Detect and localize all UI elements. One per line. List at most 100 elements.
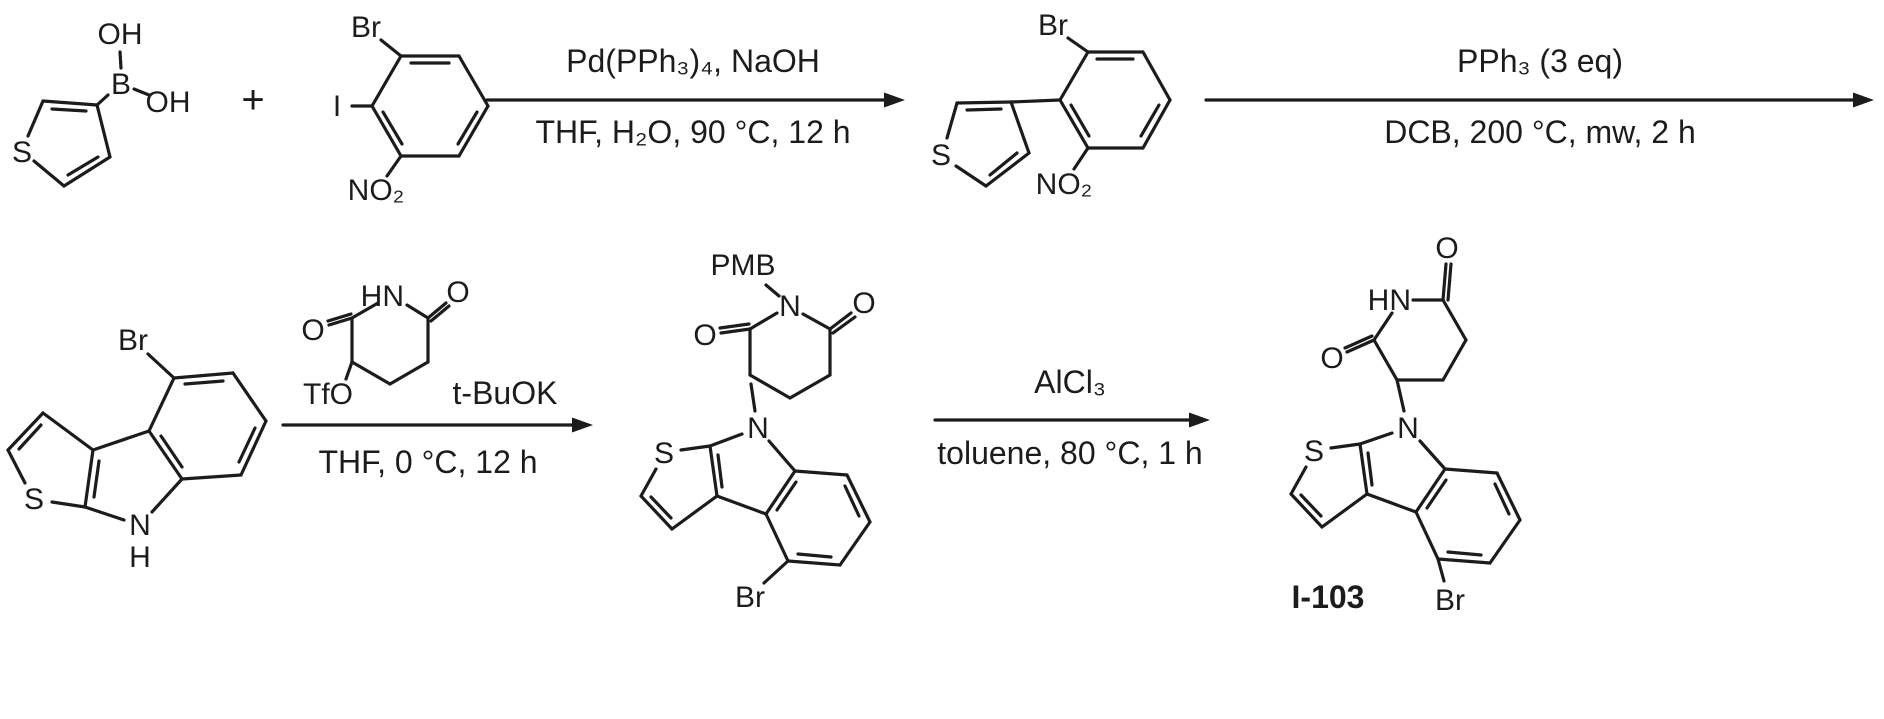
- atom-label-indole-n: N: [747, 412, 769, 445]
- bond: [146, 352, 176, 380]
- bond: [788, 373, 832, 400]
- atom-label-imide-n: N: [779, 290, 801, 323]
- bond: [6, 448, 27, 485]
- bond: [1488, 518, 1522, 565]
- atom-label-sulfur: S: [654, 437, 674, 470]
- bond: [41, 411, 95, 452]
- bond: [749, 382, 757, 413]
- bond: [1320, 492, 1369, 529]
- bond: [388, 360, 430, 386]
- bond: [1446, 262, 1453, 302]
- atom-label-imide-nh: HN: [1368, 284, 1411, 317]
- bond: [1436, 557, 1446, 583]
- bond: [762, 559, 790, 585]
- atom-label-carbonyl-o-top: O: [1435, 232, 1458, 265]
- bond: [801, 312, 832, 331]
- bond: [62, 155, 112, 188]
- reagent-label: t-BuOK: [453, 375, 558, 411]
- bond: [118, 50, 123, 70]
- bond: [95, 103, 112, 159]
- bond: [1141, 98, 1172, 150]
- bond: [748, 311, 779, 331]
- atom-label-bromine: Br: [118, 324, 148, 357]
- reaction-arrow-head: [884, 92, 905, 108]
- bond: [92, 459, 101, 499]
- bond: [6, 411, 45, 452]
- bond: [1418, 439, 1447, 471]
- bond: [1493, 482, 1511, 516]
- bond: [132, 87, 151, 97]
- bond: [26, 99, 45, 138]
- bond: [370, 104, 403, 158]
- bond: [150, 477, 184, 514]
- atom-label-bromine: Br: [735, 581, 765, 614]
- molecule-thiophene-boronic-acid: OH B OH S: [12, 18, 191, 188]
- bond: [1009, 98, 1062, 104]
- bond: [426, 301, 448, 320]
- bond: [350, 360, 392, 386]
- bond: [237, 426, 257, 464]
- bond: [1441, 298, 1468, 342]
- bond: [385, 154, 403, 178]
- molecule-coupling-product: Br S NO₂: [931, 9, 1172, 201]
- bond: [984, 151, 1031, 188]
- bond: [843, 484, 861, 518]
- bond: [1141, 50, 1172, 102]
- reaction-step-2: PPh₃ (3 eq) DCB, 200 °C, mw, 2 h: [1204, 43, 1874, 150]
- bond: [1358, 442, 1369, 496]
- bond: [1414, 510, 1440, 561]
- bond: [1372, 311, 1394, 342]
- bond: [796, 552, 833, 559]
- bond: [147, 429, 184, 481]
- bond: [1329, 442, 1362, 450]
- reaction-arrow-head: [1189, 412, 1210, 428]
- molecule-final-product-i103: O HN O N S Br I-103: [1289, 232, 1522, 617]
- bond: [1372, 338, 1399, 382]
- bond: [1139, 103, 1161, 138]
- atom-label-indole-n: N: [1397, 412, 1419, 445]
- bond: [793, 469, 849, 477]
- bond: [649, 495, 673, 520]
- atom-label-nitrogen: N: [129, 509, 151, 542]
- bond: [350, 301, 380, 320]
- condition-below: THF, 0 °C, 12 h: [318, 444, 537, 480]
- atom-label-boron: B: [111, 68, 131, 101]
- bond: [767, 439, 797, 473]
- bond: [180, 473, 243, 481]
- bond: [828, 311, 853, 331]
- atom-label-triflate: TfO: [303, 378, 353, 411]
- bond: [1366, 451, 1374, 487]
- bond: [1443, 467, 1499, 475]
- atom-label-sulfur: S: [931, 139, 951, 172]
- atom-label-carbonyl-o-left: O: [693, 319, 716, 352]
- atom-label-carbonyl-o-left: O: [301, 314, 324, 347]
- bond: [83, 505, 126, 522]
- bond: [429, 304, 451, 323]
- bond: [1058, 98, 1090, 150]
- bond: [1441, 262, 1448, 302]
- bond: [381, 110, 404, 146]
- atom-label-carbonyl-o-left: O: [1320, 342, 1343, 375]
- bond: [954, 164, 988, 188]
- bond: [639, 467, 658, 498]
- bond: [965, 107, 1003, 112]
- bond: [95, 93, 110, 107]
- bond: [1425, 478, 1448, 510]
- bond: [1058, 50, 1090, 102]
- condition-below: toluene, 80 °C, 1 h: [937, 435, 1202, 471]
- bond: [1289, 492, 1324, 529]
- condition-below: THF, H₂O, 90 °C, 12 h: [535, 114, 850, 150]
- bond: [1069, 103, 1091, 138]
- bond: [715, 494, 768, 516]
- bond: [1289, 465, 1308, 496]
- bond: [764, 469, 797, 516]
- bond: [1365, 492, 1418, 514]
- atom-label-nitro: NO₂: [348, 174, 405, 207]
- bond: [183, 379, 225, 386]
- bond: [327, 316, 354, 327]
- compound-id-label: I-103: [1292, 579, 1365, 615]
- bond: [1436, 557, 1492, 565]
- bond: [147, 376, 176, 433]
